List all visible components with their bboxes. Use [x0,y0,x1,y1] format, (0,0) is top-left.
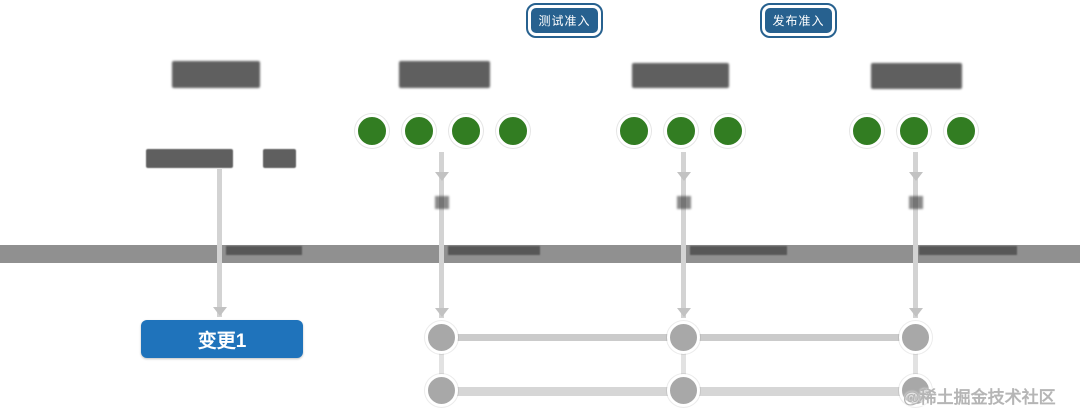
column2-flow-line [439,152,444,318]
line-glyph-redacted [677,196,691,209]
green-status-dot[interactable] [449,114,483,148]
column1-sublabel2-redacted [263,149,296,168]
pipeline-node[interactable] [667,374,700,407]
band-label3-redacted [690,246,787,255]
arrow-down-icon [909,172,923,181]
pipeline-node[interactable] [899,374,932,407]
column1-flow-line [217,169,222,317]
green-status-dot[interactable] [944,114,978,148]
node-stub [913,352,918,376]
column4-header-redacted [871,63,962,89]
green-status-dot[interactable] [664,114,698,148]
line-glyph-redacted [909,196,923,209]
arrow-down-icon [435,308,449,317]
pipeline-node[interactable] [899,321,932,354]
green-status-dot[interactable] [402,114,436,148]
column3-flow-line [681,152,686,318]
column4-flow-line [913,152,918,318]
band-label2-redacted [448,246,540,255]
arrow-down-icon [213,307,227,316]
green-status-dot[interactable] [355,114,389,148]
pipeline-node[interactable] [425,374,458,407]
column3-header-redacted [632,63,729,88]
arrow-down-icon [435,172,449,181]
green-status-dot[interactable] [711,114,745,148]
green-status-dot[interactable] [617,114,651,148]
green-status-dot[interactable] [850,114,884,148]
column2-status-dots[interactable] [355,114,530,148]
test-gate-label: 测试准入 [538,14,591,28]
column2-header-redacted [399,61,490,88]
swimlane-band [0,245,1080,263]
arrow-down-icon [677,308,691,317]
line-glyph-redacted [435,196,449,209]
watermark-text: @稀土掘金技术社区 [903,388,1056,407]
release-gate-label: 发布准入 [772,14,825,28]
green-status-dot[interactable] [496,114,530,148]
change-1-label: 变更1 [197,330,247,352]
column1-header-redacted [172,61,260,88]
release-gate-button[interactable]: 发布准入 [760,3,837,38]
change-1-button[interactable]: 变更1 [141,320,303,358]
node-stub [681,352,686,376]
band-label1-redacted [226,246,302,255]
band-label4-redacted [919,246,1017,255]
arrow-down-icon [909,308,923,317]
test-gate-button[interactable]: 测试准入 [526,3,603,38]
column1-sublabel-redacted [146,149,233,168]
green-status-dot[interactable] [897,114,931,148]
arrow-down-icon [677,172,691,181]
column3-status-dots[interactable] [617,114,745,148]
column4-status-dots[interactable] [850,114,978,148]
pipeline-node[interactable] [667,321,700,354]
pipeline-node[interactable] [425,321,458,354]
node-stub [439,352,444,376]
